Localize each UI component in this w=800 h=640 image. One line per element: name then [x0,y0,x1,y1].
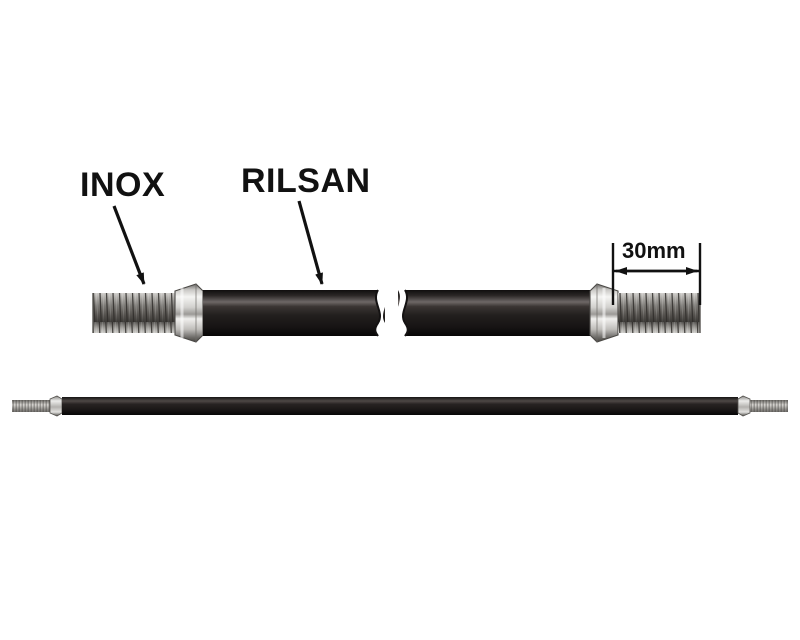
rilsan-arrow [297,200,324,285]
full-view-right-nut [737,395,751,417]
left-hex-nut [174,283,204,343]
detail-view [92,283,701,343]
rilsan-callout: RILSAN [241,162,371,285]
inox-arrow [112,205,146,285]
inox-callout: INOX [80,166,165,285]
dimension-label: 30mm [622,238,686,263]
full-view-right-tip [750,400,788,412]
full-view-coated-body [62,397,738,415]
full-view-left-tip [12,400,50,412]
inox-label: INOX [80,166,165,204]
full-length-view [12,395,788,417]
full-view-left-nut [49,395,63,417]
right-threaded-steel-end [618,293,701,333]
black-coated-rod-body [203,289,590,337]
left-threaded-steel-end [92,293,177,333]
thread-length-dimension: 30mm [611,238,702,305]
right-hex-nut [589,283,619,343]
rilsan-label: RILSAN [241,162,371,200]
